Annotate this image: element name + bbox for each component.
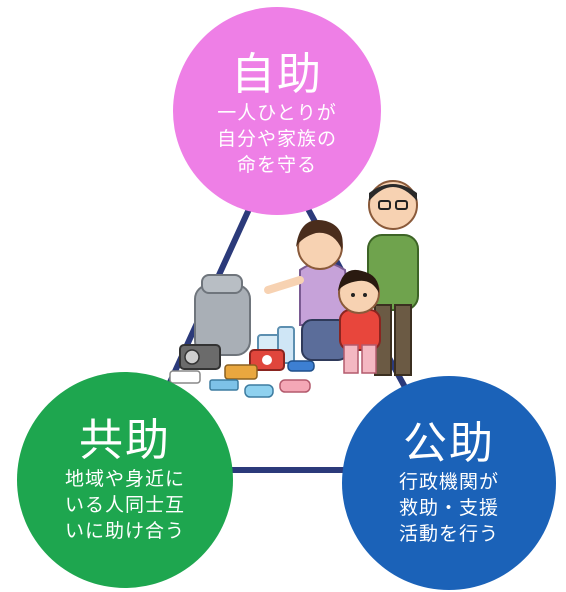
child-icon: [338, 269, 381, 374]
public-help-title: 公助: [403, 418, 495, 469]
public-help-line: 行政機関が: [398, 471, 499, 493]
mother-icon: [264, 220, 352, 361]
mutual-help-title: 共助: [79, 415, 171, 466]
mutual-help-line: いる人同士互: [64, 494, 185, 516]
self-help-title: 自助: [231, 49, 323, 100]
emergency-supplies-icon: [169, 274, 315, 398]
public-help-circle: 公助 行政機関が 救助・支援 活動を行う: [342, 376, 556, 590]
self-help-line: 自分や家族の: [216, 128, 337, 150]
self-help-line: 命を守る: [236, 154, 317, 176]
public-help-line: 活動を行う: [398, 523, 499, 545]
public-help-line: 救助・支援: [398, 497, 499, 519]
self-help-circle: 自助 一人ひとりが 自分や家族の 命を守る: [173, 7, 381, 215]
mutual-help-line: 地域や身近に: [64, 468, 185, 490]
mutual-help-line: いに助け合う: [64, 520, 185, 542]
family-with-emergency-kit-icon: [169, 180, 419, 398]
self-help-line: 一人ひとりが: [217, 102, 337, 124]
mutual-help-circle: 共助 地域や身近に いる人同士互 いに助け合う: [17, 372, 233, 588]
